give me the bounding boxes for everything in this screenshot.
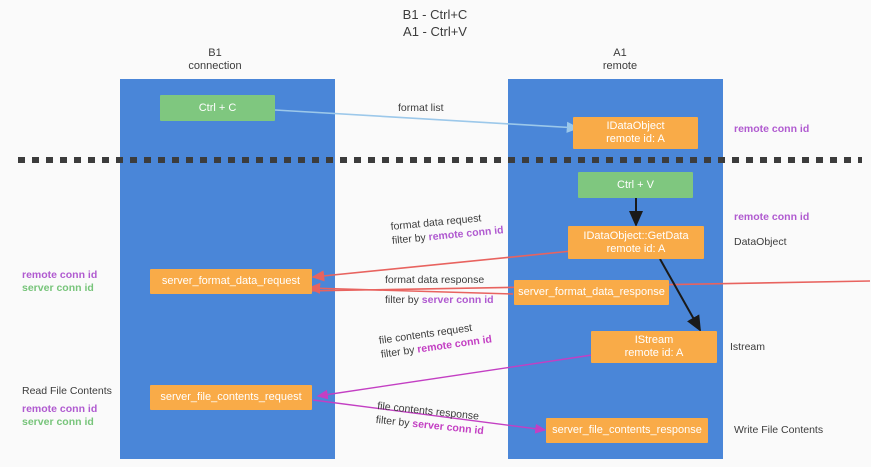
box-istream-subtitle: remote id: A	[624, 347, 684, 359]
annotation-left-server-conn-id-2: server conn id	[22, 416, 94, 429]
box-idataobject-subtitle: remote id: A	[606, 133, 665, 145]
annotation-remote-conn-id-1-text: remote conn id	[734, 123, 810, 135]
annotation-dataobject-text: DataObject	[734, 236, 787, 248]
edge-label-format-data-response-filter: filter by server conn id	[385, 293, 494, 307]
edge-label-format-data-response: format data response filter by server co…	[385, 273, 494, 307]
filter-prefix: filter by	[380, 343, 419, 361]
annotation-read-file-contents: Read File Contents	[22, 385, 112, 398]
lane-header-left-title: B1	[208, 47, 222, 59]
annotation-read-file-contents-text: Read File Contents	[22, 385, 112, 397]
box-server-format-data-response[interactable]: server_format_data_response	[514, 280, 669, 305]
annotation-left-remote-conn-id-2: remote conn id	[22, 403, 97, 416]
box-idataobject-title: IDataObject	[606, 120, 665, 132]
box-server-file-contents-request[interactable]: server_file_contents_request	[150, 385, 312, 410]
filter-key-server-conn-id: server conn id	[421, 294, 494, 306]
annotation-write-file-contents-text: Write File Contents	[734, 424, 824, 436]
box-server-file-contents-response-label: server_file_contents_response	[552, 424, 702, 436]
edge-label-file-contents-response: file contents response filter by server …	[375, 399, 486, 438]
lane-header-right-subtitle: remote	[602, 60, 638, 72]
box-server-file-contents-response[interactable]: server_file_contents_response	[546, 418, 708, 443]
lane-header-left: B1 connection	[135, 47, 295, 73]
page-title-line1: B1 - Ctrl+C	[402, 7, 468, 22]
annotation-left-server-conn-id-text: server conn id	[22, 282, 94, 294]
box-server-format-data-request-label: server_format_data_request	[161, 275, 301, 287]
box-server-format-data-response-label: server_format_data_response	[518, 286, 665, 298]
annotation-left-remote-conn-id: remote conn id	[22, 269, 97, 282]
annotation-write-file-contents: Write File Contents	[734, 424, 823, 437]
page-title: B1 - Ctrl+C A1 - Ctrl+V	[335, 6, 535, 40]
edge-label-format-list: format list	[398, 101, 444, 115]
filter-prefix: filter by	[385, 294, 422, 306]
annotation-left-server-conn-id: server conn id	[22, 282, 94, 295]
annotation-left-server-conn-id-2-text: server conn id	[22, 416, 94, 428]
annotation-left-remote-conn-id-text: remote conn id	[22, 269, 98, 281]
box-istream-title: IStream	[634, 334, 674, 346]
filter-prefix: filter by	[375, 413, 413, 430]
edge-label-format-data-response-text: format data response	[385, 274, 485, 286]
box-ctrl-c-label: Ctrl + C	[198, 101, 237, 114]
page-title-line2: A1 - Ctrl+V	[403, 24, 467, 39]
lane-header-right: A1 remote	[540, 47, 700, 73]
box-server-file-contents-request-label: server_file_contents_request	[160, 391, 302, 403]
lane-header-left-subtitle: connection	[188, 60, 242, 72]
box-ctrl-v-label: Ctrl + V	[617, 178, 654, 191]
annotation-istream-text: Istream	[730, 341, 766, 353]
box-istream[interactable]: IStream remote id: A	[591, 331, 717, 363]
annotation-dataobject: DataObject	[734, 236, 787, 249]
edge-label-format-list-text: format list	[398, 102, 444, 114]
annotation-left-remote-conn-id-2-text: remote conn id	[22, 403, 98, 415]
filter-prefix: filter by	[391, 231, 430, 247]
annotation-istream: Istream	[730, 341, 765, 354]
box-server-format-data-request[interactable]: server_format_data_request	[150, 269, 312, 294]
box-getdata-subtitle: remote id: A	[606, 242, 666, 255]
annotation-remote-conn-id-2: remote conn id	[734, 211, 809, 224]
box-idataobject-remote[interactable]: IDataObject remote id: A	[573, 117, 698, 149]
box-getdata-title: IDataObject::GetData	[583, 229, 689, 242]
box-ctrl-c[interactable]: Ctrl + C	[160, 95, 275, 121]
lane-header-right-title: A1	[613, 47, 627, 59]
box-ctrl-v[interactable]: Ctrl + V	[578, 172, 693, 198]
edge-label-format-data-request: format data request filter by remote con…	[390, 209, 504, 248]
annotation-remote-conn-id-1: remote conn id	[734, 123, 809, 136]
annotation-remote-conn-id-2-text: remote conn id	[734, 211, 810, 223]
edge-label-file-contents-request: file contents request filter by remote c…	[378, 318, 493, 361]
box-idataobject-getdata[interactable]: IDataObject::GetData remote id: A	[568, 226, 704, 259]
